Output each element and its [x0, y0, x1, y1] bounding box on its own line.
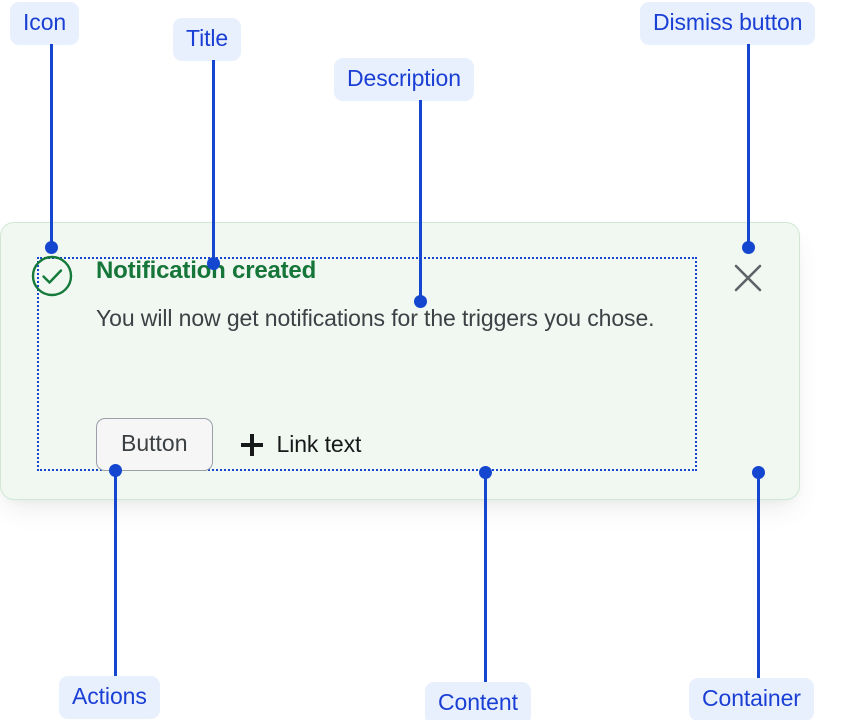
leader-line-actions — [114, 470, 117, 676]
leader-dot-actions — [109, 464, 122, 477]
leader-dot-icon — [45, 241, 58, 254]
content-region-outline — [37, 257, 697, 471]
leader-dot-title — [207, 257, 220, 270]
leader-line-dismiss — [747, 44, 750, 248]
leader-line-content — [484, 472, 487, 682]
annotation-chip-content: Content — [425, 682, 531, 720]
plus-icon — [240, 433, 263, 456]
action-link[interactable]: Link text — [240, 431, 362, 458]
dismiss-button[interactable] — [731, 261, 765, 295]
leader-dot-dismiss — [742, 241, 755, 254]
annotation-chip-description: Description — [334, 58, 474, 101]
annotation-chip-icon: Icon — [10, 2, 80, 45]
annotation-chip-actions: Actions — [59, 676, 160, 719]
leader-line-icon — [50, 44, 53, 248]
leader-line-description — [419, 100, 422, 300]
annotation-chip-dismiss: Dismiss button — [640, 2, 816, 45]
check-circle-icon — [30, 254, 74, 298]
leader-dot-container — [752, 466, 765, 479]
notification-text-block: Notification created You will now get no… — [96, 256, 696, 338]
notification-title: Notification created — [96, 257, 317, 284]
action-button[interactable]: Button — [96, 418, 213, 471]
action-link-label: Link text — [276, 431, 362, 457]
notification-actions: Button Link text — [96, 418, 361, 471]
leader-dot-description — [414, 295, 427, 308]
annotation-chip-container: Container — [689, 678, 814, 720]
annotation-chip-title: Title — [173, 18, 242, 61]
leader-line-container — [757, 472, 760, 678]
notification-description: You will now get notifications for the t… — [96, 305, 655, 331]
leader-dot-content — [479, 466, 492, 479]
leader-line-title — [212, 60, 215, 264]
